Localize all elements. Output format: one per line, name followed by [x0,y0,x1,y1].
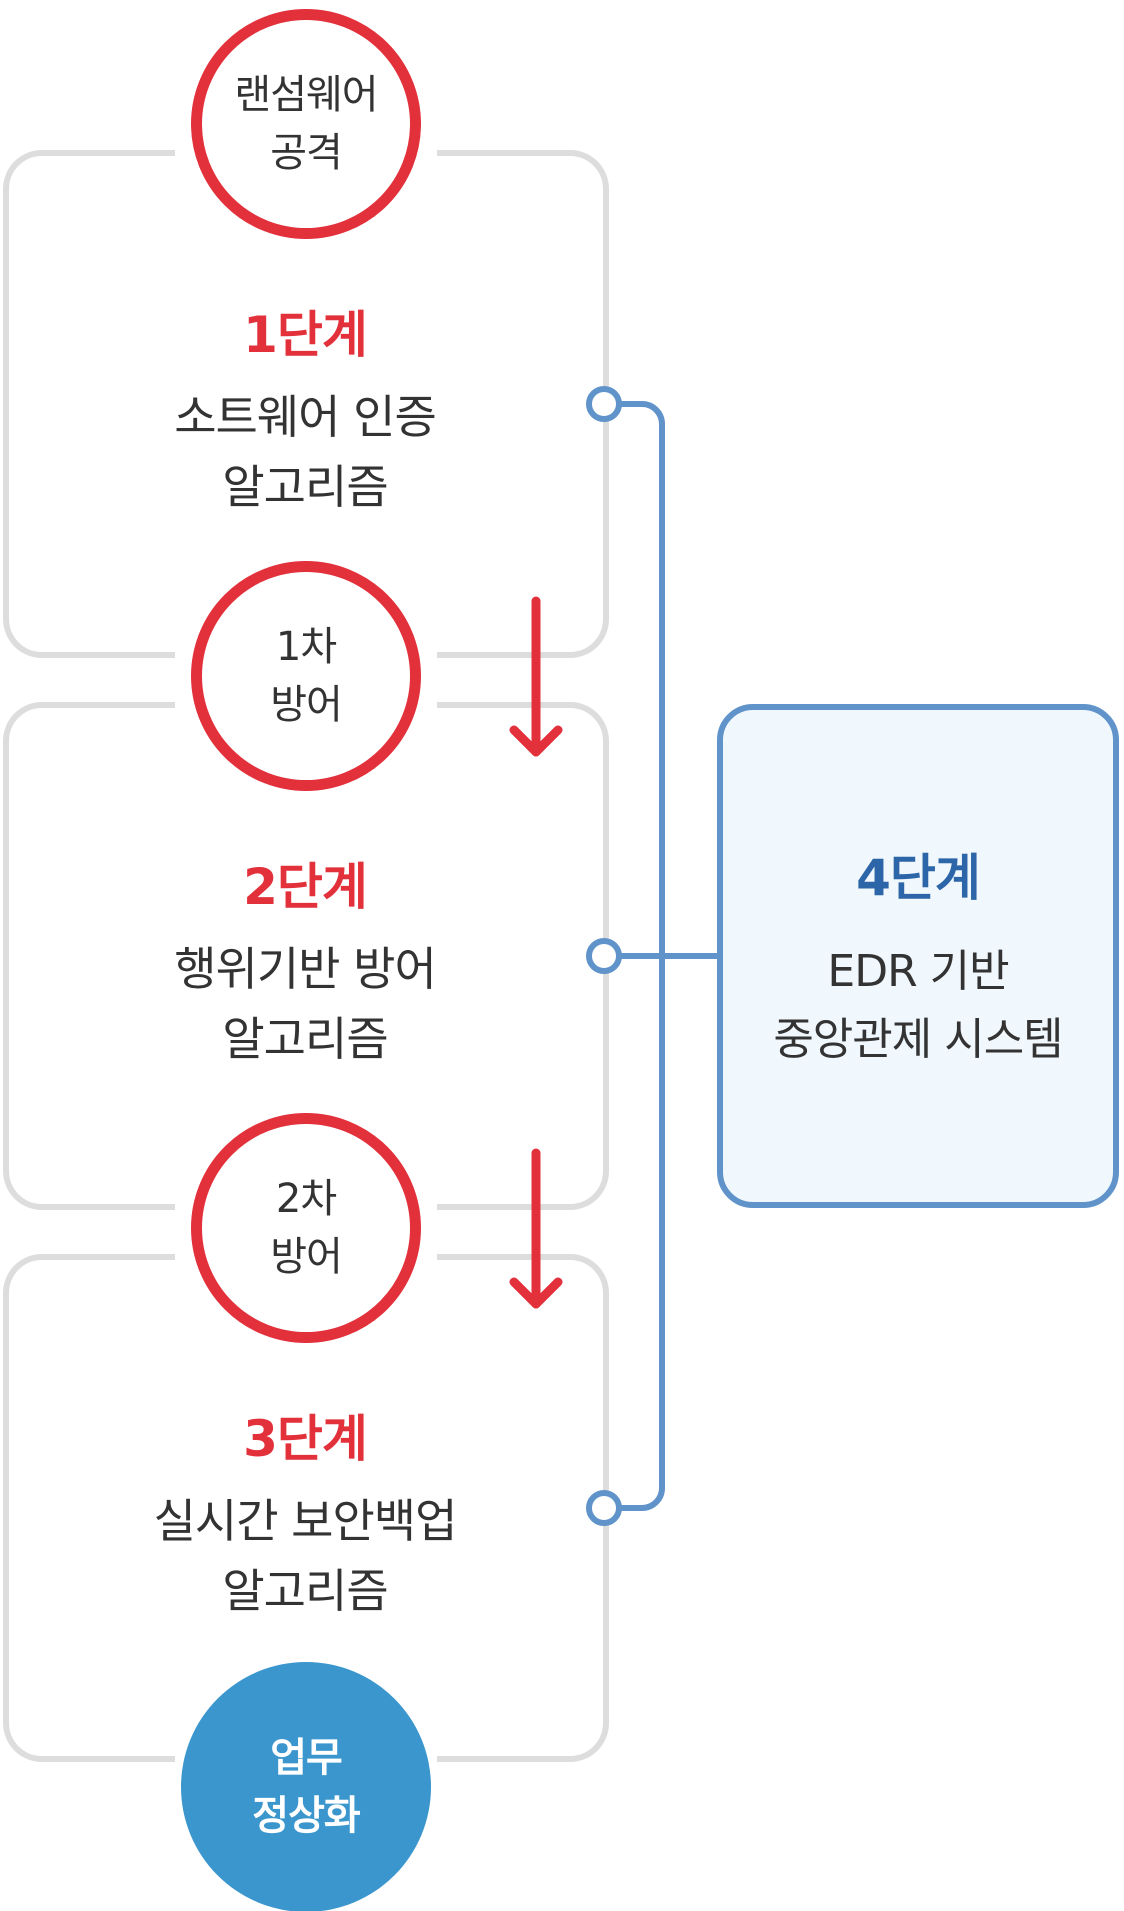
stage-2-description: 행위기반 방어 알고리즘 [0,934,610,1074]
monitor-connector [618,401,717,1511]
first-defense-node: 1차 방어 [191,561,421,791]
business-normalization-node: 업무 정상화 [181,1662,431,1911]
node-line: 정상화 [252,1793,360,1839]
node-line: 랜섬웨어 [234,72,378,118]
description-line: 중앙관제 시스템 [773,1014,1063,1065]
flow-arrow-1 [509,596,563,757]
description-line: 알고리즘 [222,460,388,514]
description-line: 행위기반 방어 [174,942,437,996]
second-defense-node: 2차 방어 [191,1113,421,1343]
description-line: 실시간 보안백업 [153,1494,458,1548]
stage-4-box: 4단계 EDR 기반 중앙관제 시스템 [717,704,1119,1208]
description-line: 소트웨어 인증 [174,390,437,444]
stage-4-title: 4단계 [856,849,981,907]
node-line: 업무 [270,1735,343,1781]
stage-4-description: EDR 기반 중앙관제 시스템 [773,938,1063,1074]
stage-2-title: 2단계 [243,858,368,916]
node-line: 2차 [275,1176,337,1222]
stage-3-description: 실시간 보안백업 알고리즘 [0,1486,610,1626]
flow-arrow-2 [509,1148,563,1309]
node-line: 방어 [270,682,343,728]
stage-3-title: 3단계 [243,1410,368,1468]
stage-1-title: 1단계 [243,306,368,364]
ransomware-attack-node: 랜섬웨어 공격 [191,9,421,239]
description-line: 알고리즘 [222,1564,388,1618]
node-line: 공격 [270,130,343,176]
node-line: 1차 [275,624,337,670]
connector-dot-3 [586,1490,622,1526]
stage-1-description: 소트웨어 인증 알고리즘 [0,382,610,522]
node-line: 방어 [270,1234,343,1280]
connector-dot-1 [586,386,622,422]
connector-dot-2 [586,938,622,974]
description-line: 알고리즘 [222,1012,388,1066]
description-line: EDR 기반 [827,946,1009,997]
